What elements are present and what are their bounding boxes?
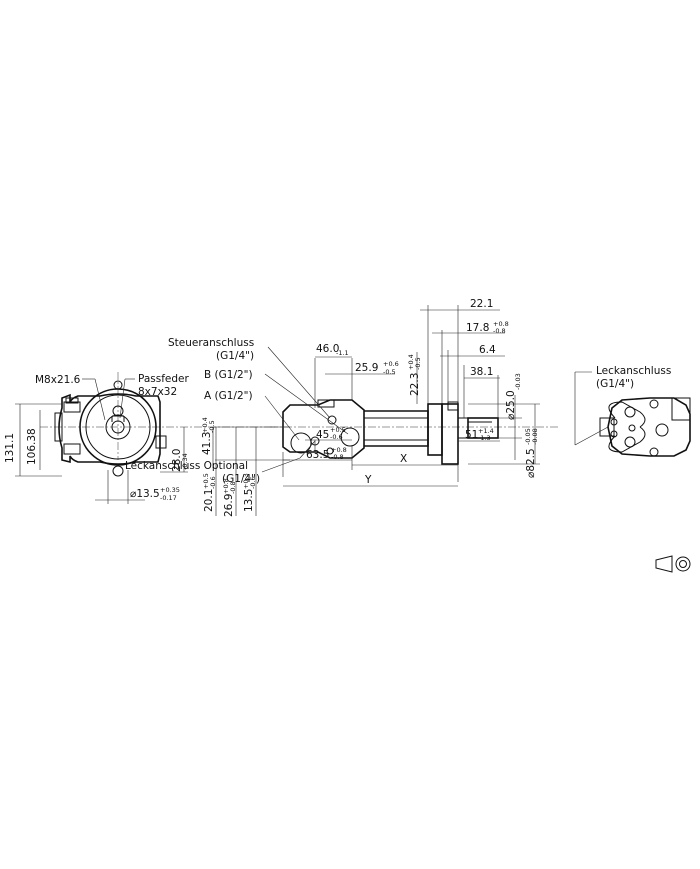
dim-26-9-up: +0.8	[222, 478, 230, 494]
taper-symbol-icon	[655, 555, 673, 573]
dim-22-3-dn: -0.5	[414, 357, 422, 370]
label-a-port: A (G1/2")	[204, 390, 253, 402]
dim-17-8: 17.8	[466, 322, 489, 334]
dim-26-9: 26.9	[223, 494, 235, 517]
side-view	[270, 399, 560, 465]
dim-51-dn: -1.3	[478, 434, 491, 442]
dim-22-3: 22.3	[409, 373, 421, 396]
label-b-port: B (G1/2")	[204, 369, 253, 381]
dim-106-38: 106.38	[26, 428, 38, 465]
dim-63-5-up: +0.8	[331, 446, 347, 454]
dim-45-dn: -0.6	[330, 433, 343, 441]
dim-20-1-up: +0.5	[202, 473, 210, 489]
dim-63-5: 63.5	[306, 449, 329, 461]
dim-13-5-v: 13.5	[243, 489, 255, 512]
dim-dia-82-5-up: -0.05	[524, 428, 532, 445]
dim-dia-82-5-dn: -0.08	[531, 428, 539, 445]
dim-25-9: 25.9	[355, 362, 378, 374]
dim-20-1-dn: -0.6	[209, 476, 217, 489]
dim-22-1: 22.1	[470, 298, 493, 310]
dim-25-9-up: +0.6	[383, 360, 399, 368]
dim-41-3-up: +0.4	[201, 417, 209, 433]
label-leck-optional: Leckanschluss Optional	[125, 460, 248, 472]
dim-y: Y	[364, 474, 372, 486]
dim-20-1: 20.1	[203, 489, 215, 512]
dim-13-5-v-up: +0.3	[242, 473, 250, 489]
label-passfeder-size: 8x7x32	[138, 386, 177, 398]
dim-25-9-dn: -0.5	[383, 368, 396, 376]
dim-dia-13-5: ⌀13.5	[130, 488, 160, 500]
rear-view	[574, 371, 691, 457]
dim-46-0: 46.0	[316, 343, 339, 355]
front-end-view	[40, 372, 275, 477]
dim-17-8-dn: -0.8	[493, 327, 506, 335]
dim-dia-25-0-dn: -0.03	[514, 373, 522, 390]
dim-22-3-up: +0.4	[407, 354, 415, 370]
label-leck-optional-thread: (G1/4")	[222, 473, 260, 485]
dim-x: X	[400, 453, 407, 465]
dim-28-0: 28.0	[171, 449, 183, 472]
dim-46-0-dn: -1.1	[336, 349, 349, 357]
dim-38-1: 38.1	[470, 366, 493, 378]
label-steuer-thread: (G1/4")	[216, 350, 254, 362]
dim-45-up: +0.5	[330, 426, 346, 434]
dim-dia-13-5-up: +0.35	[160, 486, 180, 494]
dim-17-8-up: +0.8	[493, 320, 509, 328]
dim-26-9-dn: -0.8	[229, 481, 237, 494]
dim-51: 51	[465, 429, 478, 441]
dim-dia-82-5: ⌀82.5	[525, 448, 537, 478]
dim-45: 45	[316, 429, 329, 441]
label-leck-thread: (G1/4")	[596, 378, 634, 390]
dim-dia-25-0: ⌀25.0	[505, 390, 517, 420]
projection-circle-icon	[675, 556, 691, 572]
side-view-dimensions: 41.3 +0.4 -0.5 20.1 +0.5 -0.6 26.9 +0.8 …	[201, 298, 540, 517]
dim-131-1: 131.1	[4, 433, 16, 463]
dim-63-5-dn: -0.8	[331, 453, 344, 461]
label-m8: M8x21.6	[35, 374, 81, 386]
label-steuer: Steueranschluss	[168, 337, 254, 349]
dim-41-3: 41.3	[201, 432, 213, 455]
dim-28-tol: -0.34	[181, 453, 189, 470]
dim-13-5-v-dn: -0.6	[249, 476, 257, 489]
dim-dia-13-5-dn: -0.17	[160, 494, 177, 502]
dim-51-up: +1.4	[478, 427, 494, 435]
dim-6-4: 6.4	[479, 344, 496, 356]
dim-41-3-dn: -0.5	[208, 420, 216, 433]
front-view-dimensions: 131.1 106.38 28.0 -0.34 ⌀13.5 +0.35 -0.1…	[4, 378, 189, 504]
label-passfeder: Passfeder	[138, 373, 190, 385]
label-leck: Leckanschluss	[596, 365, 671, 377]
